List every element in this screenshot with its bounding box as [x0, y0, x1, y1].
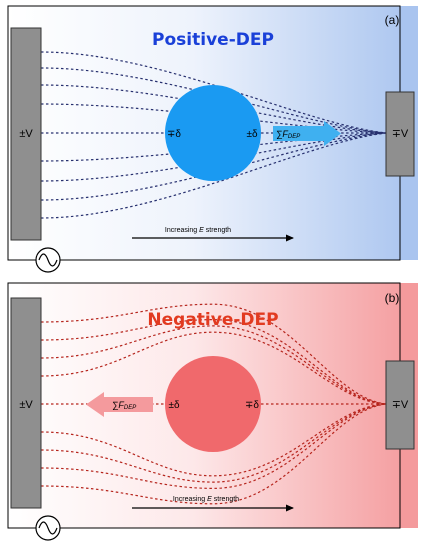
panel-a-right-electrode-label: ∓V — [392, 128, 409, 140]
panel-a-letter: (a) — [385, 13, 400, 27]
panel-b-force-label: ∑FDEP — [112, 400, 136, 411]
panel-b-field-line — [40, 403, 387, 490]
panel-a: ±V ∓V Positive-DEP (a) ∓δ ±δ ∑FDEP Incre… — [7, 5, 418, 273]
panel-a-force-label: ∑FDEP — [276, 129, 300, 140]
panel-b-particle-left-charge: ±δ — [168, 400, 179, 411]
panel-b-letter: (b) — [385, 291, 400, 305]
panel-b-field-line — [40, 403, 387, 483]
panel-b-field-line — [40, 325, 387, 405]
panel-a-gradient-label: Increasing E strength — [165, 227, 231, 234]
panel-a-left-electrode-label: ±V — [19, 128, 33, 140]
panel-b-force-arrow — [86, 392, 153, 417]
panel-b-right-electrode — [385, 360, 415, 450]
panel-b-right-electrode-label: ∓V — [392, 399, 409, 411]
panel-a-right-electrode — [385, 91, 415, 177]
panel-b-left-electrode — [10, 297, 42, 509]
panel-b: ±V ∓V Negative-DEP (b) ±δ ∓δ ∑FDEP Incre… — [7, 282, 418, 541]
panel-a-particle-right-charge: ±δ — [246, 129, 257, 140]
panel-a-force-arrow — [273, 121, 341, 146]
panel-b-title: Negative-DEP — [147, 310, 278, 330]
panel-a-title: Positive-DEP — [152, 30, 274, 50]
panel-b-gradient-label: Increasing E strength — [173, 496, 239, 503]
panel-a-left-electrode — [10, 27, 42, 241]
panel-a-particle-left-charge: ∓δ — [167, 129, 181, 140]
panel-a-ac-source-icon — [35, 247, 61, 273]
panel-b-ac-source-icon — [35, 515, 61, 541]
panel-b-particle-right-charge: ∓δ — [245, 400, 259, 411]
panel-a-particle — [165, 85, 261, 181]
panel-b-field-line — [40, 303, 387, 405]
panel-b-field-line — [40, 318, 387, 405]
panel-a-field-line — [40, 132, 387, 201]
panel-b-particle — [165, 356, 261, 452]
panel-b-field-line — [40, 403, 387, 505]
panel-b-left-electrode-label: ±V — [19, 399, 33, 411]
